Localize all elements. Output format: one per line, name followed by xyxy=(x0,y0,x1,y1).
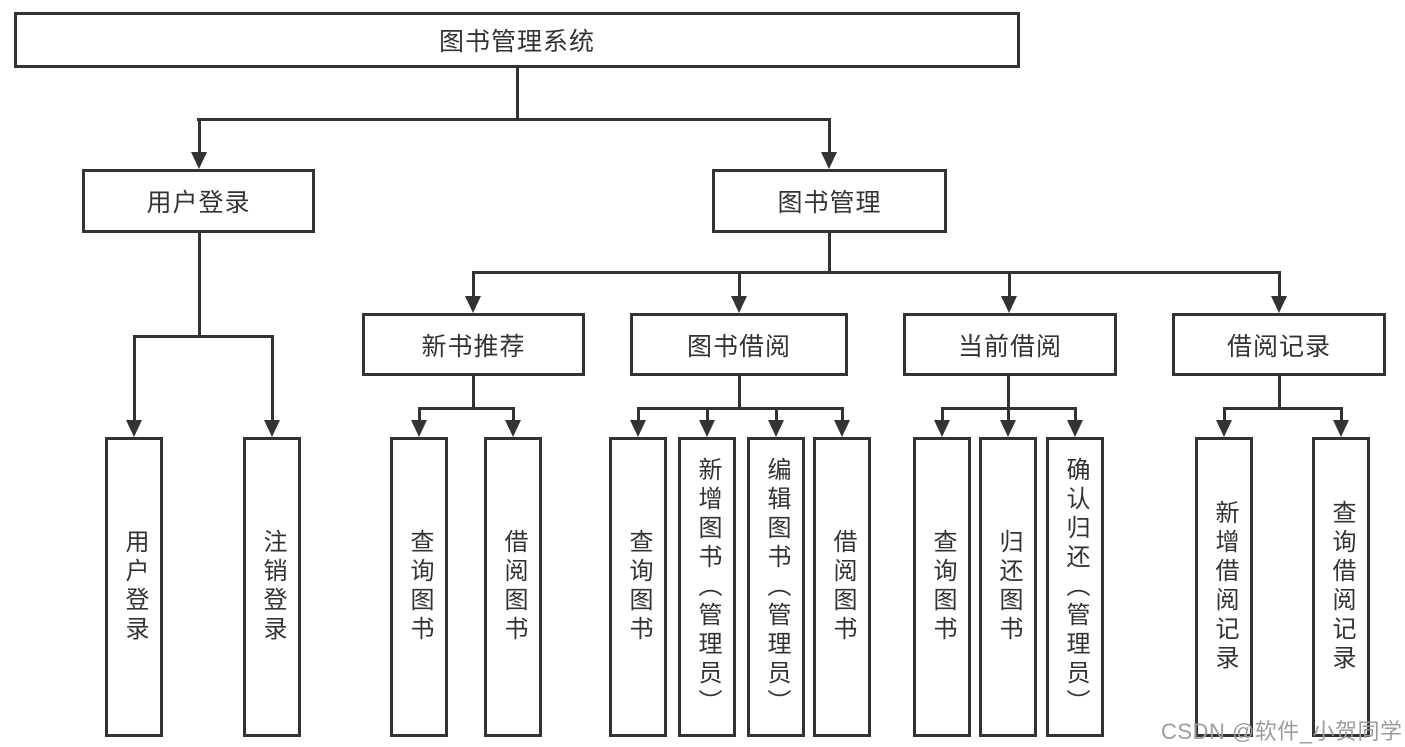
connector-arrowhead xyxy=(1333,420,1349,437)
connector-line xyxy=(1008,271,1011,297)
connector-arrowhead xyxy=(1000,420,1016,437)
leaf-recommend-query-books: 查询图书 xyxy=(390,437,448,737)
connector-line xyxy=(133,335,136,421)
leaf-user-login: 用户登录 xyxy=(105,437,163,737)
node-label: 用户登录 xyxy=(146,189,251,217)
node-label: 图书管理 xyxy=(777,189,882,217)
leaf-recommend-borrow-books: 借阅图书 xyxy=(484,437,542,737)
node-label: 新书推荐 xyxy=(421,332,526,361)
connector-arrowhead xyxy=(126,420,142,437)
connector-line xyxy=(271,335,274,421)
node-label: 图书借阅 xyxy=(686,332,791,361)
connector-line xyxy=(1278,376,1281,407)
connector-line xyxy=(133,335,274,338)
connector-line xyxy=(1007,407,1010,421)
connector-arrowhead xyxy=(411,420,427,437)
node-user-login: 用户登录 xyxy=(82,169,315,233)
node-book-management: 图书管理 xyxy=(712,169,947,233)
node-label: 借阅记录 xyxy=(1226,332,1331,361)
connector-line xyxy=(516,68,519,118)
connector-arrowhead xyxy=(834,420,850,437)
connector-line xyxy=(1340,407,1343,421)
connector-arrowhead xyxy=(1271,296,1287,313)
connector-arrowhead xyxy=(1001,296,1017,313)
connector-arrowhead xyxy=(264,420,280,437)
connector-line xyxy=(828,118,831,153)
connector-line xyxy=(841,407,844,421)
leaf-label: 借阅图书 xyxy=(829,529,856,645)
node-library-management-system: 图书管理系统 xyxy=(14,12,1020,68)
leaf-label: 查询图书 xyxy=(625,529,652,645)
connector-line xyxy=(418,407,514,410)
connector-line xyxy=(197,118,831,121)
connector-line xyxy=(198,233,201,335)
node-label: 当前借阅 xyxy=(957,332,1062,361)
connector-line xyxy=(1074,407,1077,421)
connector-line xyxy=(1223,407,1342,410)
leaf-label: 借阅图书 xyxy=(500,529,527,645)
leaf-borrowing-add-books-admin: 新增图书（管理员） xyxy=(678,437,736,737)
connector-arrowhead xyxy=(191,152,207,169)
leaf-label: 注销登录 xyxy=(259,529,286,645)
connector-line xyxy=(472,271,1281,274)
connector-line xyxy=(512,407,515,421)
csdn-watermark: CSDN @软件_小贺同学 xyxy=(1161,719,1403,744)
connector-arrowhead xyxy=(731,296,747,313)
connector-line xyxy=(418,407,421,421)
leaf-label: 查询图书 xyxy=(929,529,956,645)
leaf-label: 编辑图书（管理员） xyxy=(763,456,790,718)
leaf-label: 用户登录 xyxy=(121,529,148,645)
connector-line xyxy=(738,376,741,407)
connector-arrowhead xyxy=(505,420,521,437)
connector-line xyxy=(941,407,944,421)
leaf-label: 确认归还（管理员） xyxy=(1062,456,1089,718)
connector-line xyxy=(706,407,709,421)
connector-arrowhead xyxy=(699,420,715,437)
leaf-label: 新增借阅记录 xyxy=(1211,500,1238,674)
leaf-records-add-borrow-record: 新增借阅记录 xyxy=(1195,437,1253,737)
leaf-current-confirm-return-admin: 确认归还（管理员） xyxy=(1046,437,1104,737)
connector-arrowhead xyxy=(630,420,646,437)
node-borrowing-records: 借阅记录 xyxy=(1172,313,1386,376)
connector-arrowhead xyxy=(821,152,837,169)
node-current-borrowing: 当前借阅 xyxy=(903,313,1117,376)
connector-line xyxy=(472,271,475,297)
connector-line xyxy=(472,376,475,407)
leaf-records-query-borrow-record: 查询借阅记录 xyxy=(1312,437,1370,737)
connector-line xyxy=(775,407,778,421)
connector-arrowhead xyxy=(934,420,950,437)
connector-arrowhead xyxy=(465,296,481,313)
connector-arrowhead xyxy=(1067,420,1083,437)
connector-line xyxy=(198,118,201,153)
node-new-book-recommendation: 新书推荐 xyxy=(362,313,585,376)
leaf-borrowing-borrow-books: 借阅图书 xyxy=(813,437,871,737)
connector-line xyxy=(637,407,640,421)
connector-line xyxy=(1278,271,1281,297)
leaf-borrowing-edit-books-admin: 编辑图书（管理员） xyxy=(747,437,805,737)
leaf-current-query-books: 查询图书 xyxy=(913,437,971,737)
leaf-label: 查询图书 xyxy=(406,529,433,645)
connector-arrowhead xyxy=(768,420,784,437)
leaf-borrowing-query-books: 查询图书 xyxy=(609,437,667,737)
leaf-logout: 注销登录 xyxy=(243,437,301,737)
node-label: 图书管理系统 xyxy=(438,28,595,56)
node-book-borrowing: 图书借阅 xyxy=(630,313,848,376)
leaf-current-return-books: 归还图书 xyxy=(979,437,1037,737)
connector-line xyxy=(637,407,843,410)
connector-arrowhead xyxy=(1216,420,1232,437)
connector-line xyxy=(1007,376,1010,407)
connector-line xyxy=(828,233,831,271)
leaf-label: 新增图书（管理员） xyxy=(694,456,721,718)
connector-line xyxy=(738,271,741,297)
connector-line xyxy=(1223,407,1226,421)
leaf-label: 归还图书 xyxy=(995,529,1022,645)
leaf-label: 查询借阅记录 xyxy=(1328,500,1355,674)
